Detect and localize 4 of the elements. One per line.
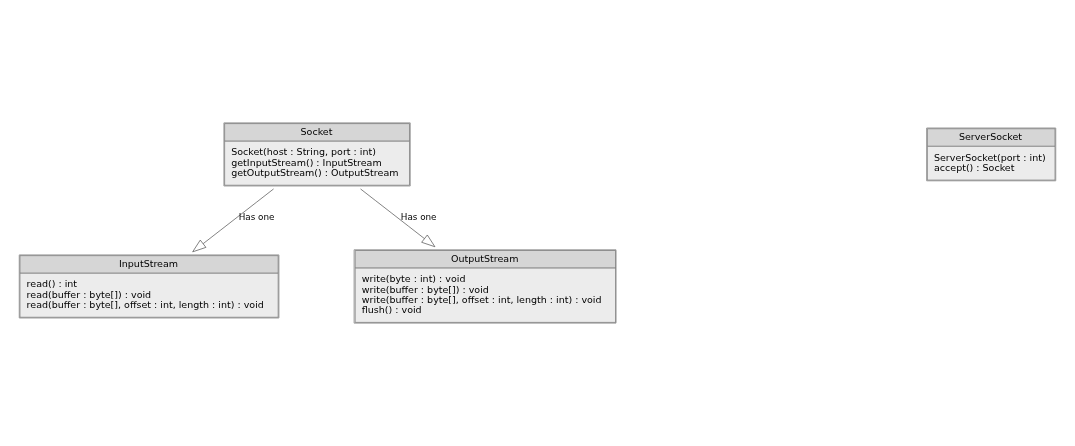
- edge-label: Has one: [400, 212, 437, 223]
- edge-label: Has one: [238, 212, 275, 223]
- arrow: [360, 188, 436, 248]
- arrow: [192, 188, 274, 253]
